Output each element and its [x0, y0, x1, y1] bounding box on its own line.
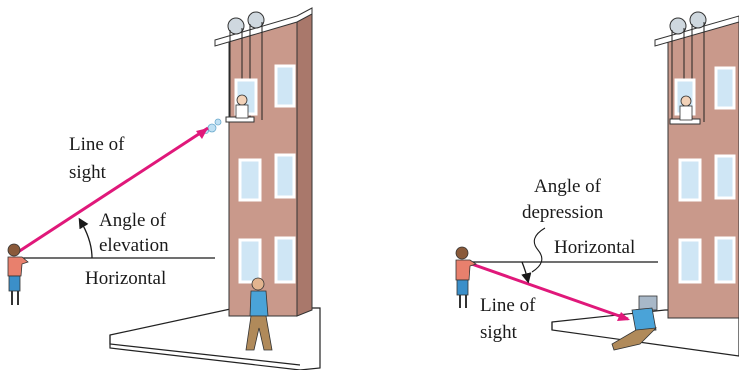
- elevation-label-2: elevation: [99, 235, 169, 256]
- right-panel: Angle of depression Horizontal Line of s…: [456, 12, 739, 356]
- left-line-of-sight-label-2: sight: [69, 162, 107, 183]
- right-line-of-sight-label-1: Line of: [480, 295, 536, 316]
- depression-label-pointer: [532, 228, 545, 272]
- left-panel: Line of sight Angle of elevation Horizon…: [8, 8, 320, 370]
- elevation-label-1: Angle of: [99, 210, 167, 231]
- left-line-of-sight-label-1: Line of: [69, 134, 125, 155]
- window-washer-figure: [236, 95, 248, 118]
- right-line-of-sight-label-2: sight: [480, 322, 518, 343]
- right-horizontal-label: Horizontal: [554, 237, 635, 258]
- depression-label-2: depression: [522, 202, 604, 223]
- depression-label-1: Angle of: [534, 176, 602, 197]
- right-observer-figure: [456, 247, 476, 308]
- left-building: [204, 8, 313, 316]
- left-sidewalk: [110, 308, 320, 370]
- elevation-angle-arc: [80, 220, 92, 258]
- left-observer-figure: [8, 244, 28, 305]
- depression-angle-arc: [522, 262, 528, 281]
- bucket-icon: [639, 296, 657, 310]
- left-horizontal-label: Horizontal: [85, 268, 166, 289]
- right-window-washer-figure: [680, 96, 692, 120]
- right-building: [655, 12, 739, 318]
